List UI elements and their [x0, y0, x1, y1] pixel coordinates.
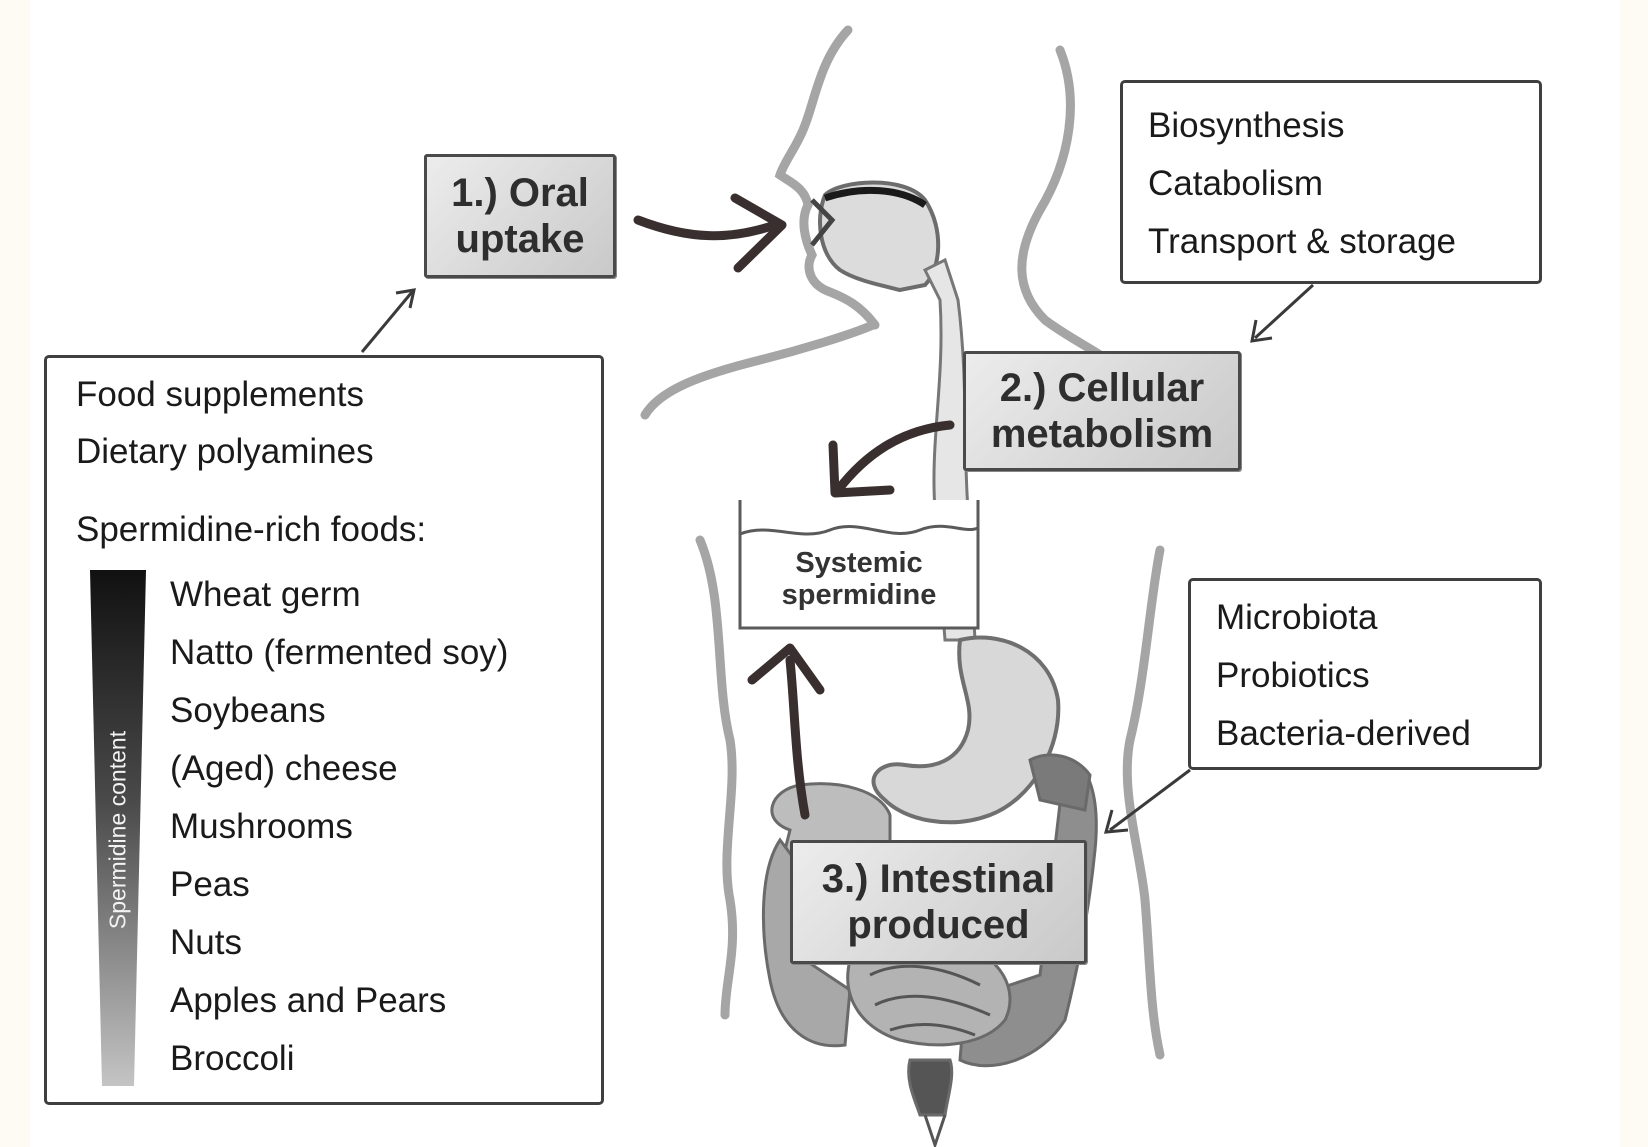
spermidine-content-text: Spermidine content — [105, 731, 132, 929]
oral-uptake-box: 1.) Oral uptake — [424, 154, 616, 278]
food-item: Natto (fermented soy) — [170, 633, 508, 673]
oral-uptake-line-1: 1.) Oral — [427, 170, 613, 216]
food-item: Nuts — [170, 923, 242, 963]
neck-front — [645, 325, 873, 415]
processes-to-cellular — [1255, 285, 1313, 338]
systemic-line-1: Systemic — [740, 548, 978, 580]
cellular-metabolism-line-1: 2.) Cellular — [966, 365, 1238, 411]
torso-right — [1127, 550, 1160, 1055]
back-of-head — [1022, 50, 1100, 355]
food-item: Wheat germ — [170, 575, 361, 615]
process-biosynthesis: Biosynthesis — [1148, 106, 1344, 146]
food-item: Peas — [170, 865, 250, 905]
oral-cavity — [812, 183, 938, 291]
oral-uptake-line-2: uptake — [427, 216, 613, 262]
cellular-metabolism-line-2: metabolism — [966, 411, 1238, 457]
source-microbiota: Microbiota — [1216, 598, 1377, 638]
source-bacteria-derived: Bacteria-derived — [1216, 714, 1471, 754]
intestinal-produced-line-1: 3.) Intestinal — [793, 856, 1084, 902]
intestinal-arrowhead — [752, 648, 820, 690]
food-item: Apples and Pears — [170, 981, 446, 1021]
source-food-supplements: Food supplements — [76, 375, 364, 415]
food-item: (Aged) cheese — [170, 749, 398, 789]
food-item: Mushrooms — [170, 807, 353, 847]
intestinal-produced-box: 3.) Intestinal produced — [790, 840, 1087, 964]
process-catabolism: Catabolism — [1148, 164, 1323, 204]
intestinal-produced-line-2: produced — [793, 902, 1084, 948]
sources-to-oral — [362, 292, 412, 352]
torso-left — [700, 540, 733, 1015]
food-item: Soybeans — [170, 691, 326, 731]
process-transport-storage: Transport & storage — [1148, 222, 1456, 262]
rich-foods-heading: Spermidine-rich foods: — [76, 510, 426, 550]
systemic-spermidine-label: Systemic spermidine — [740, 548, 978, 612]
systemic-line-2: spermidine — [740, 580, 978, 612]
microbiota-to-intestinal — [1110, 770, 1190, 830]
source-dietary-polyamines: Dietary polyamines — [76, 432, 374, 472]
food-item: Broccoli — [170, 1039, 294, 1079]
spermidine-content-label: Spermidine content — [105, 720, 131, 940]
cellular-metabolism-box: 2.) Cellular metabolism — [963, 351, 1241, 471]
oral-uptake-arrow — [638, 220, 775, 236]
source-probiotics: Probiotics — [1216, 656, 1370, 696]
stomach — [874, 638, 1059, 823]
